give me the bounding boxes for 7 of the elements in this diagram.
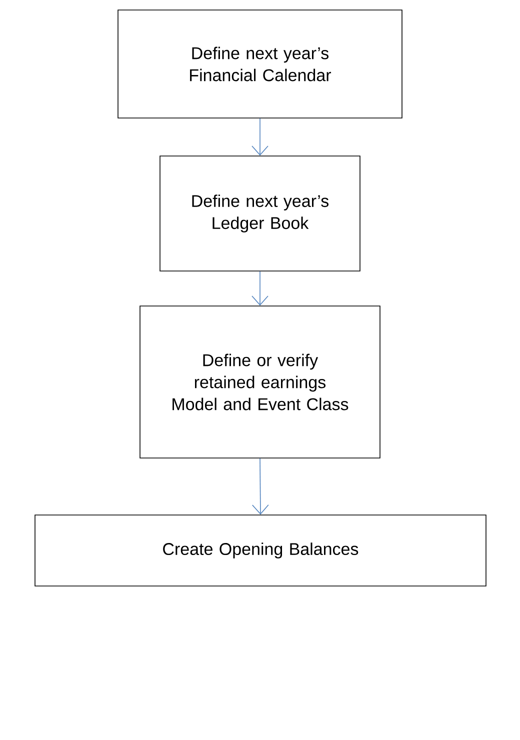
arrow	[252, 118, 268, 156]
process-box: Define next year’s Financial Calendar	[118, 10, 402, 118]
process-box: Define or verify retained earnings Model and Event Class	[140, 306, 380, 458]
arrow	[252, 458, 269, 515]
arrow	[252, 271, 268, 306]
process-box: Define next year’s Ledger Book	[160, 156, 360, 272]
process-box: Create Opening Balances	[34, 514, 486, 586]
